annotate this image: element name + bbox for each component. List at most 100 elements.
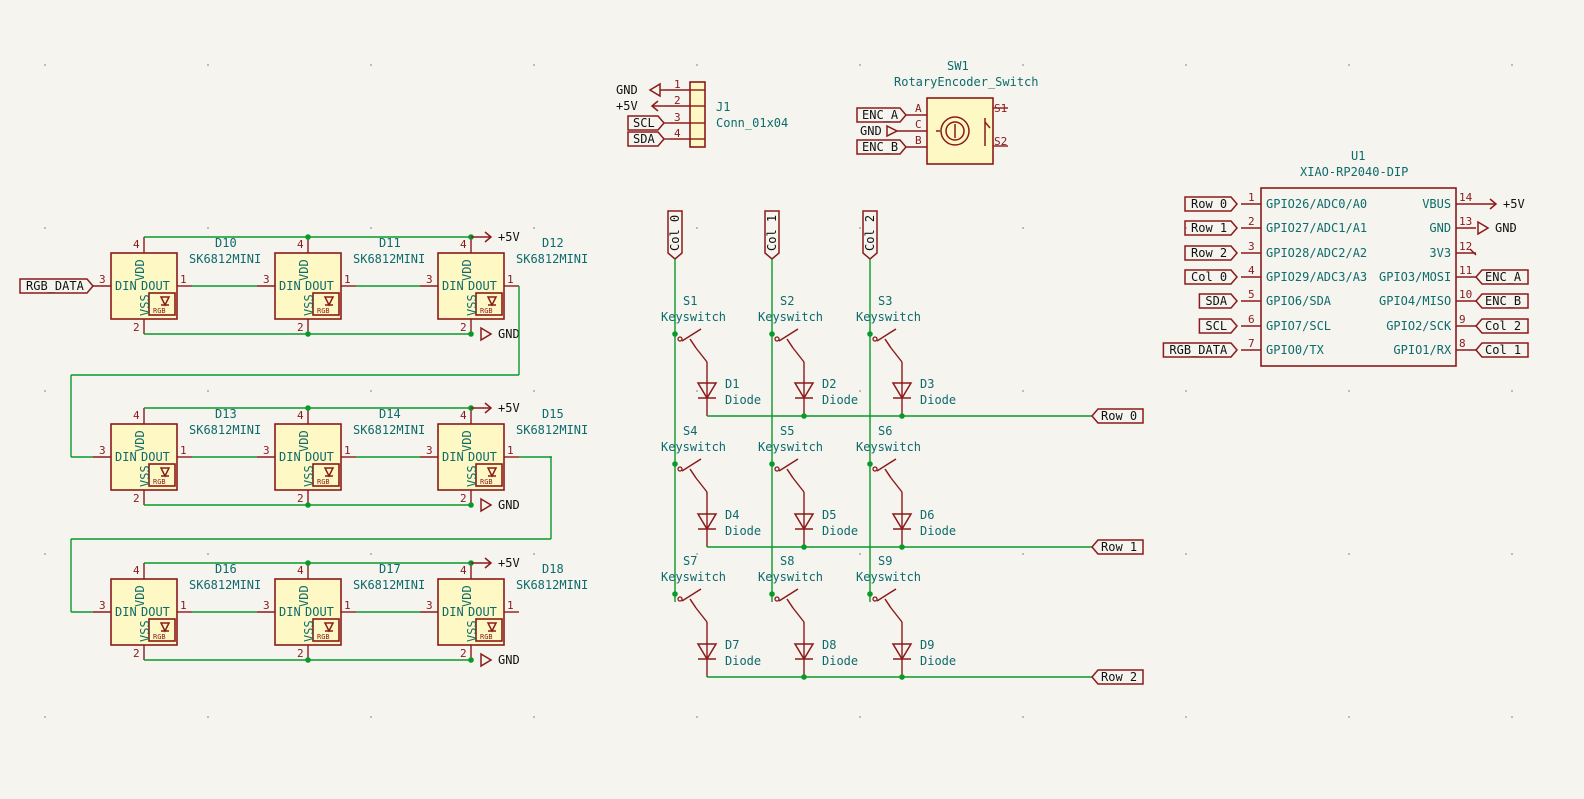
junction: [769, 591, 775, 597]
grid-dot: [370, 227, 372, 229]
led-ground-label: GND: [498, 653, 520, 667]
col-label-text: Col 2: [863, 215, 877, 251]
led-din-num: 3: [99, 273, 106, 286]
j1-pin-1: 1: [674, 78, 681, 91]
grid-dot: [1348, 64, 1350, 66]
led-body: [437, 423, 505, 491]
switch-value: Keyswitch: [758, 570, 823, 584]
diode-triangle: [696, 643, 718, 661]
grid-dot: [1511, 716, 1513, 718]
mcu-left-pin-name: GPIO27/ADC1/A1: [1266, 221, 1367, 235]
led-dout-num: 1: [180, 273, 187, 286]
switch-value: Keyswitch: [661, 440, 726, 454]
junction: [672, 461, 678, 467]
grid-dot: [44, 390, 46, 392]
junction: [305, 331, 311, 337]
grid-dot: [533, 553, 535, 555]
grid-dot: [370, 716, 372, 718]
rotary-encoder-sw1[interactable]: SW1 RotaryEncoder_Switch A C B S1 S2 ENC…: [856, 59, 1039, 165]
led-vss-num: 2: [133, 321, 140, 334]
led-din-num: 3: [426, 444, 433, 457]
led-din-label: DIN: [442, 450, 464, 464]
mcu-left-pin-num: 4: [1248, 264, 1255, 277]
led-ground-label: GND: [498, 327, 520, 341]
power-arrow: [484, 231, 493, 243]
junction: [468, 657, 474, 663]
junction: [305, 502, 311, 508]
switch-ref: S5: [780, 424, 794, 438]
switch-lever: [778, 458, 799, 472]
switch-lever: [681, 328, 702, 342]
grid-dot: [1185, 64, 1187, 66]
grid-dot: [207, 64, 209, 66]
led-rgb-box: [475, 618, 503, 642]
grid-dot: [859, 716, 861, 718]
mcu-left-pin-name: GPIO29/ADC3/A3: [1266, 270, 1367, 284]
led-vdd-label: VDD: [133, 259, 147, 281]
connector-j1[interactable]: 1 2 3 4 J1 Conn_01x04 GND +5V SCL SDA: [616, 78, 788, 148]
led-dout-label: DOUT: [305, 605, 334, 619]
led-din-label: DIN: [279, 605, 301, 619]
grid-dot: [696, 64, 698, 66]
led-vdd-label: VDD: [133, 430, 147, 452]
grid-dot: [859, 227, 861, 229]
diode-triangle: [891, 513, 913, 531]
row-net-label-shape: [1091, 669, 1144, 685]
mcu-right-net-label: ENC_B: [1485, 294, 1521, 308]
grid-dot: [207, 553, 209, 555]
led-value: SK6812MINI: [353, 252, 425, 266]
led-rgb-text: RGB: [317, 633, 330, 641]
diode-value: Diode: [822, 393, 858, 407]
grid-dot: [1022, 390, 1024, 392]
switch-pin: [695, 347, 708, 363]
diode-ref: D5: [822, 508, 836, 522]
grid-dot: [1022, 64, 1024, 66]
grid-dot: [859, 553, 861, 555]
mcu-left-pin-num: 2: [1248, 215, 1255, 228]
grid-dot: [44, 64, 46, 66]
led-dout-num: 1: [507, 273, 514, 286]
diode-ref: D1: [725, 377, 739, 391]
sw1-pin-c: C: [915, 118, 922, 131]
grid-dot: [533, 390, 535, 392]
switch-ref: S7: [683, 554, 697, 568]
sw1-pin-s1: S1: [994, 102, 1007, 115]
grid-dot: [207, 227, 209, 229]
led-dout-num: 1: [344, 444, 351, 457]
diode-value: Diode: [725, 524, 761, 538]
power-arrow: [484, 402, 493, 414]
led-ref: D13: [215, 407, 237, 421]
switch-lever: [778, 328, 799, 342]
mcu-left-pin-name: GPIO28/ADC2/A2: [1266, 246, 1367, 260]
switch-stem: [884, 468, 892, 479]
